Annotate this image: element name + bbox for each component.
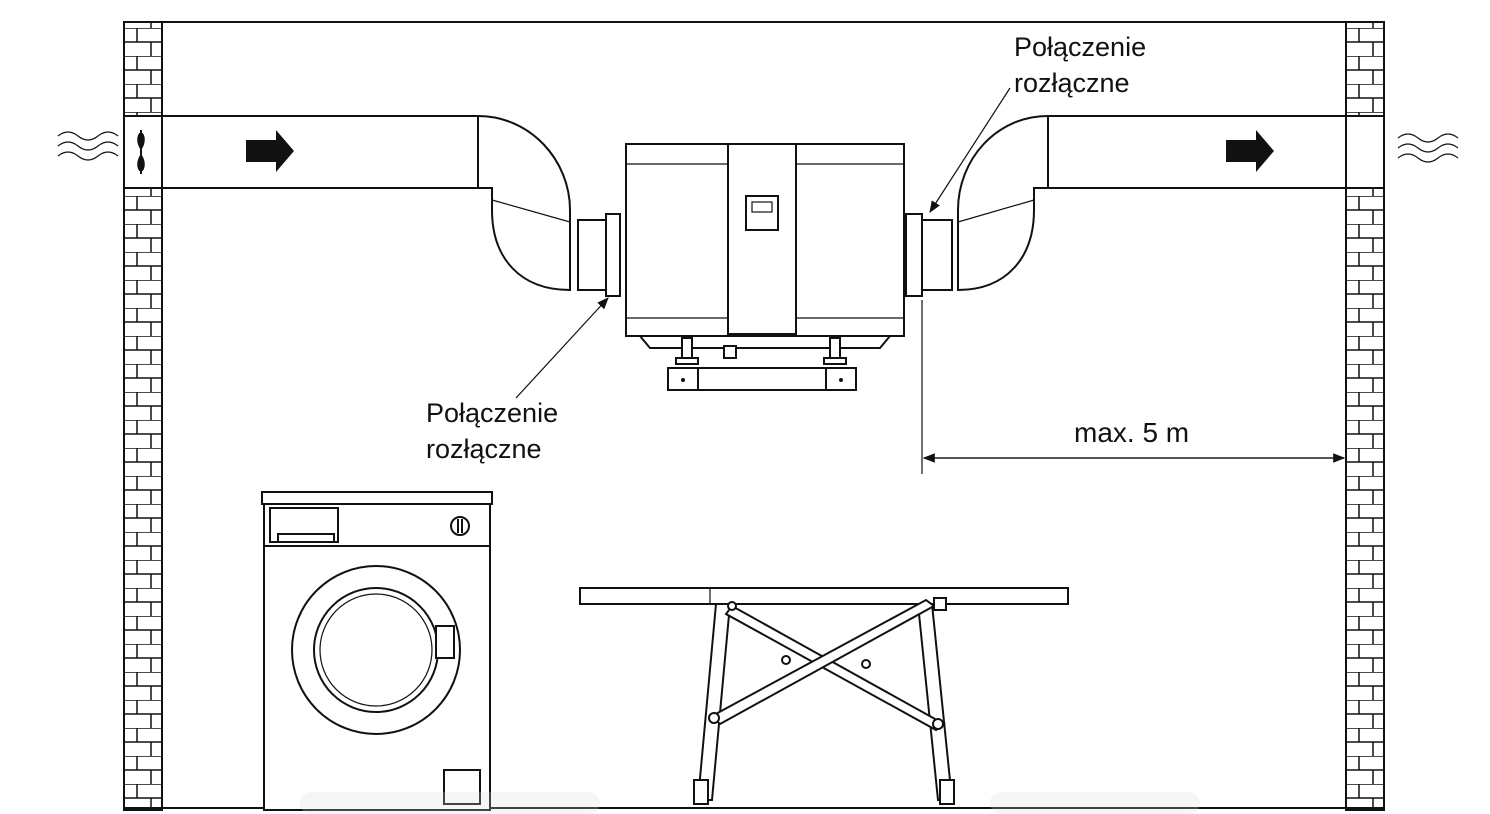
- outlet-duct: [905, 115, 1346, 297]
- left-wall-opening: [123, 115, 163, 189]
- ironing-board: [579, 587, 1069, 805]
- heat-pump-unit: [625, 143, 905, 391]
- left-wall: [123, 21, 163, 811]
- inlet-duct: [162, 115, 621, 297]
- label-bottom-left-line1: Połączenie: [426, 398, 558, 428]
- fan-icon: [137, 130, 145, 174]
- leader-line-top-right: [929, 87, 1011, 214]
- right-wall: [1345, 21, 1385, 811]
- control-panel-display: [745, 195, 779, 231]
- arrow-right-icon: [246, 130, 294, 172]
- washing-machine: [261, 491, 493, 811]
- leader-line-bottom-left: [515, 297, 609, 399]
- distance-dimension: [921, 300, 1346, 474]
- arrow-right-icon: [1226, 130, 1274, 172]
- label-top-right-line1: Połączenie: [1014, 32, 1146, 62]
- wind-waves-icon: [57, 131, 119, 161]
- viewer-toolbar-ghost: [300, 792, 1200, 814]
- distance-label: max. 5 m: [1074, 417, 1189, 448]
- right-wall-opening: [1345, 115, 1385, 189]
- wind-waves-icon: [1397, 133, 1459, 163]
- label-bottom-left-line2: rozłączne: [426, 434, 542, 464]
- label-top-right-line2: rozłączne: [1014, 68, 1130, 98]
